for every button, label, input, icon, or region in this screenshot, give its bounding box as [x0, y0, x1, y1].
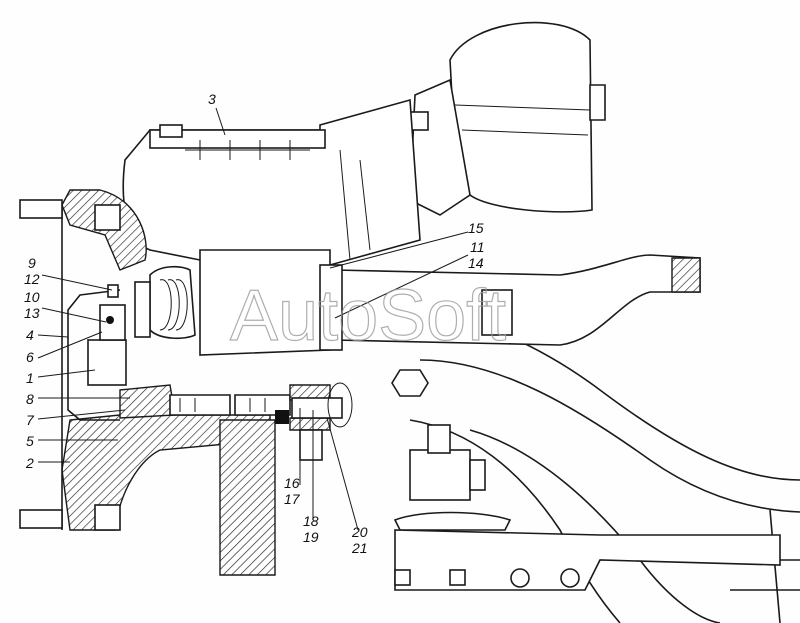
callout-7: 7	[26, 412, 35, 428]
frame-beam	[339, 299, 800, 623]
callout-17: 17	[284, 491, 301, 507]
piston-boot	[134, 249, 331, 356]
brake-chamber	[409, 21, 606, 216]
callout-11: 11	[470, 239, 485, 255]
hub-cover	[67, 284, 127, 421]
callout-4: 4	[26, 327, 34, 343]
bearings	[119, 382, 353, 461]
callout-2: 2	[25, 455, 34, 471]
tie-rod-end	[393, 424, 781, 591]
watermark: AutoSoft	[230, 276, 506, 356]
callout-20: 20	[351, 524, 368, 540]
callout-5: 5	[26, 433, 34, 449]
wheel-hub	[19, 189, 276, 576]
callout-13: 13	[24, 305, 40, 321]
callout-15: 15	[468, 220, 484, 236]
callout-labels: 3 15 11 14 9 12 10 13 4 6 1 8 7 5 2 16 1…	[24, 91, 485, 556]
callout-21: 21	[351, 540, 368, 556]
callout-18: 18	[303, 513, 319, 529]
callout-12: 12	[24, 271, 40, 287]
callout-6: 6	[26, 349, 34, 365]
callout-3: 3	[208, 91, 216, 107]
caliper-housing	[122, 98, 421, 266]
callout-1: 1	[26, 370, 34, 386]
callout-16: 16	[284, 475, 300, 491]
leader-lines	[37, 107, 469, 531]
callout-19: 19	[303, 529, 319, 545]
callout-8: 8	[26, 391, 34, 407]
callout-14: 14	[468, 255, 484, 271]
lever-arm	[319, 254, 701, 397]
callout-9: 9	[28, 255, 36, 271]
callout-10: 10	[24, 289, 40, 305]
